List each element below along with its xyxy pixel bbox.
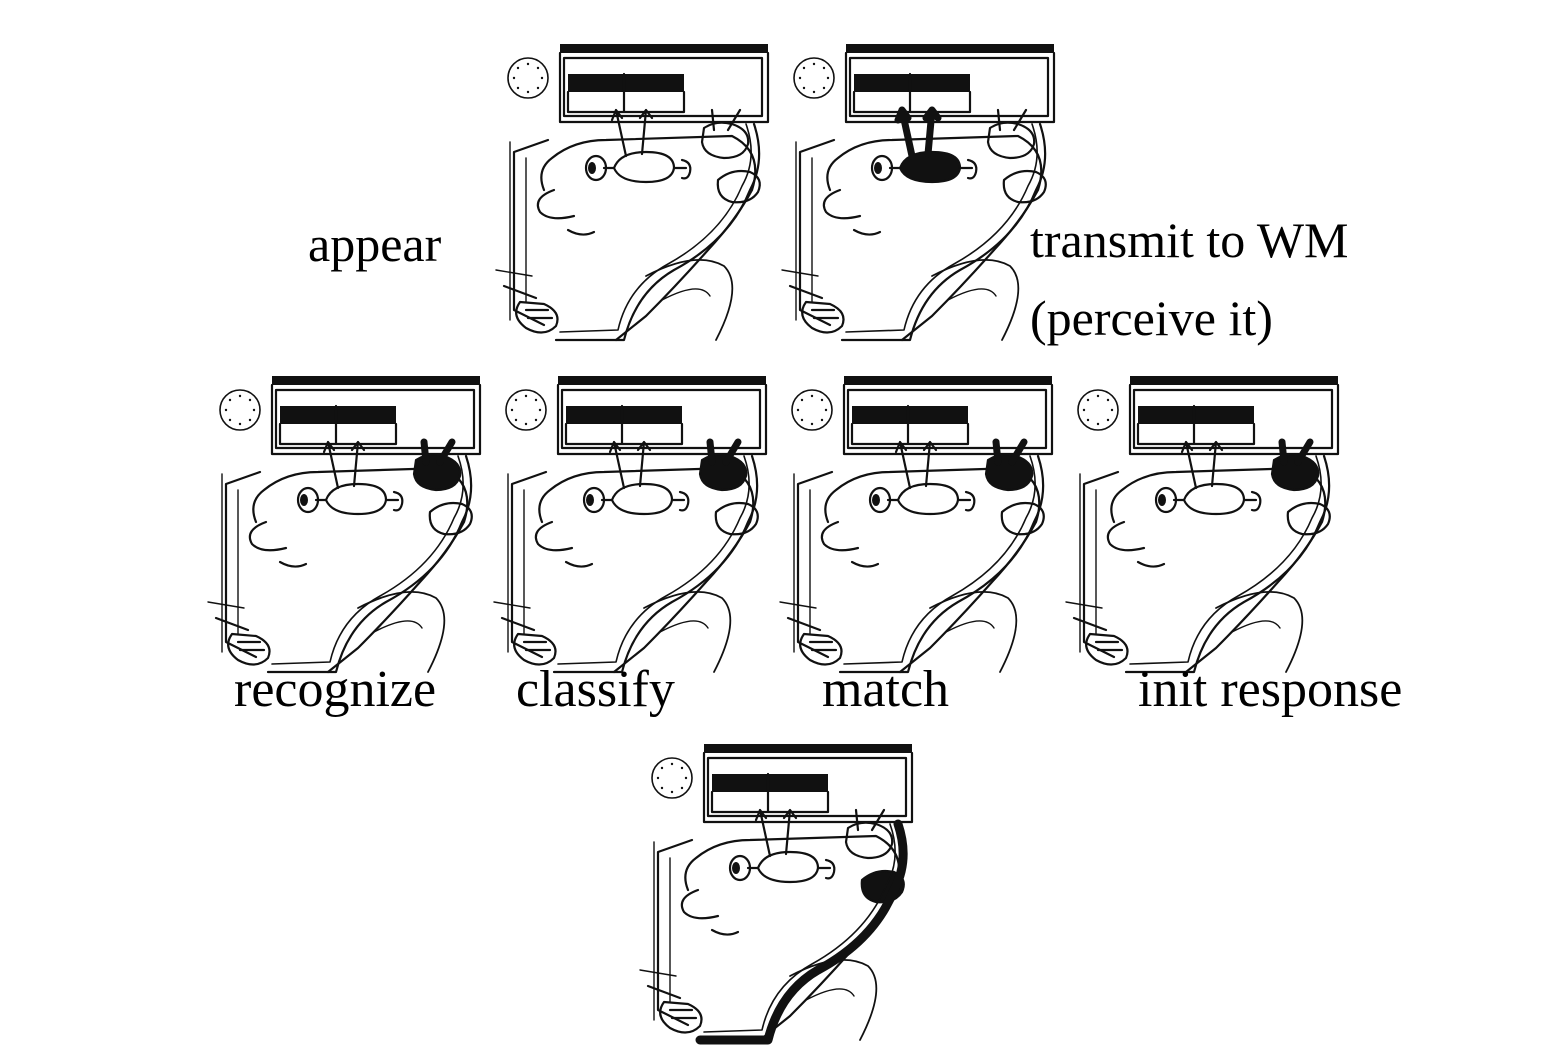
memory-box [842,376,1054,456]
mhp-cartoon [779,376,1054,674]
clock-icon [791,389,833,431]
label-transmit-line2: (perceive it) [1030,290,1273,346]
mhp-cartoon [639,744,914,1045]
memory-box [556,376,768,456]
label-init-response: init response [1138,661,1403,718]
label-classify: classify [516,661,675,718]
label-match: match [822,661,950,718]
clock-icon [219,389,261,431]
mhp-cartoon [781,44,1056,342]
mhp-cartoon [495,44,770,342]
memory-box [1128,376,1340,456]
panel-appear [495,40,776,350]
mhp-cartoon [1065,376,1340,674]
panel-recognize [207,372,488,682]
clock-icon [793,57,835,99]
label-recognize: recognize [234,661,437,718]
clock-icon [505,389,547,431]
label-appear: appear [308,216,442,272]
panel-transmit [781,40,1062,350]
memory-box [558,44,770,124]
panel-classify [493,372,774,682]
memory-box [844,44,1056,124]
clock-icon [1077,389,1119,431]
memory-box [270,376,482,456]
label-transmit-line1: transmit to WM [1030,212,1349,268]
clock-icon [651,757,693,799]
clock-icon [507,57,549,99]
panel-init [1065,372,1346,682]
memory-box [702,744,914,824]
mhp-cartoon [493,376,768,674]
panel-respond [639,740,920,1050]
panel-match [779,372,1060,682]
mhp-cartoon [207,376,482,674]
